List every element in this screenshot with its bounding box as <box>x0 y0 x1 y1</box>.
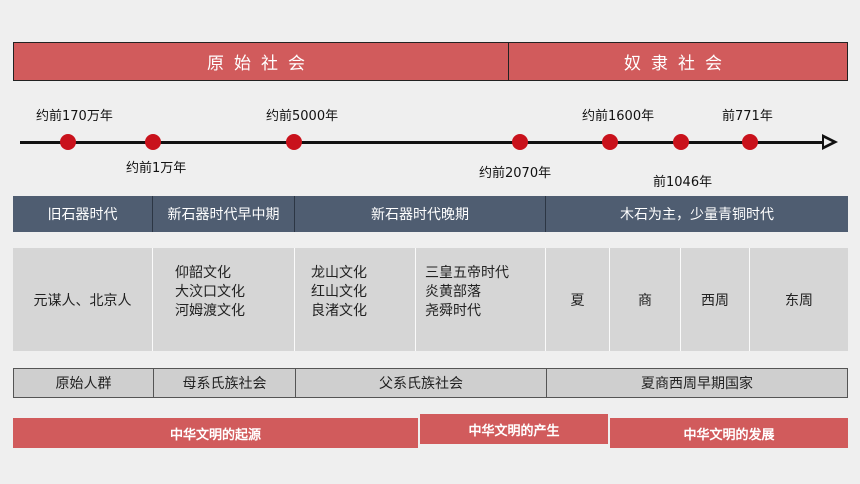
culture-text: 大汶口文化 <box>175 284 245 300</box>
timeline-dot <box>145 134 161 150</box>
civilization-origin: 中华文明的起源 <box>13 418 418 448</box>
culture-text: 炎黄部落 <box>425 284 481 300</box>
dynasty-text: 东周 <box>785 292 813 309</box>
dynasty-cell-western-zhou: 西周 <box>681 248 750 351</box>
culture-cell-legendary-era: 三皇五帝时代 炎黄部落 尧舜时代 <box>416 248 546 351</box>
timeline-label: 约前170万年 <box>36 109 113 124</box>
timeline-dot <box>512 134 528 150</box>
culture-text: 红山文化 <box>311 284 367 300</box>
timeline-label: 前1046年 <box>653 175 713 190</box>
dynasty-text: 商 <box>638 292 652 309</box>
civilization-emergence: 中华文明的产生 <box>420 414 608 444</box>
timeline-dot <box>286 134 302 150</box>
culture-text: 河姆渡文化 <box>175 303 245 319</box>
culture-text: 仰韶文化 <box>175 265 231 281</box>
timeline-axis <box>20 141 830 144</box>
period-paleolithic: 旧石器时代 <box>13 196 153 232</box>
culture-text: 尧舜时代 <box>425 303 481 319</box>
era-slave-society: 奴隶社会 <box>508 42 848 81</box>
period-bronze-age: 木石为主，少量青铜时代 <box>546 196 848 232</box>
timeline-arrow-notch <box>824 138 832 146</box>
timeline-dot <box>742 134 758 150</box>
era-primitive-society: 原始社会 <box>13 42 509 81</box>
timeline-label: 约前1600年 <box>582 109 655 124</box>
timeline-dot <box>602 134 618 150</box>
society-primitive-group: 原始人群 <box>13 368 154 398</box>
culture-text: 元谋人、北京人 <box>33 292 132 309</box>
society-matrilineal: 母系氏族社会 <box>153 368 296 398</box>
timeline-label: 约前5000年 <box>266 109 339 124</box>
culture-text: 良渚文化 <box>311 303 367 319</box>
period-late-neolithic: 新石器时代晚期 <box>295 196 546 232</box>
culture-cell-early-neolithic: 仰韶文化 大汶口文化 河姆渡文化 <box>153 248 295 351</box>
period-early-neolithic: 新石器时代早中期 <box>153 196 295 232</box>
timeline-label: 约前1万年 <box>126 161 187 176</box>
culture-cell-late-neolithic: 龙山文化 红山文化 良渚文化 <box>295 248 416 351</box>
society-early-state: 夏商西周早期国家 <box>546 368 848 398</box>
culture-text: 龙山文化 <box>311 265 367 281</box>
timeline-dot <box>60 134 76 150</box>
society-patrilineal: 父系氏族社会 <box>295 368 547 398</box>
culture-cell-early-humans: 元谋人、北京人 <box>13 248 153 351</box>
dynasty-cell-shang: 商 <box>610 248 681 351</box>
timeline-dot <box>673 134 689 150</box>
dynasty-cell-eastern-zhou: 东周 <box>750 248 848 351</box>
culture-text: 三皇五帝时代 <box>425 265 509 281</box>
dynasty-text: 西周 <box>701 292 729 309</box>
dynasty-cell-xia: 夏 <box>546 248 610 351</box>
civilization-development: 中华文明的发展 <box>610 418 848 448</box>
dynasty-text: 夏 <box>570 292 585 309</box>
timeline-label: 前771年 <box>722 109 773 124</box>
timeline-label: 约前2070年 <box>479 166 552 181</box>
